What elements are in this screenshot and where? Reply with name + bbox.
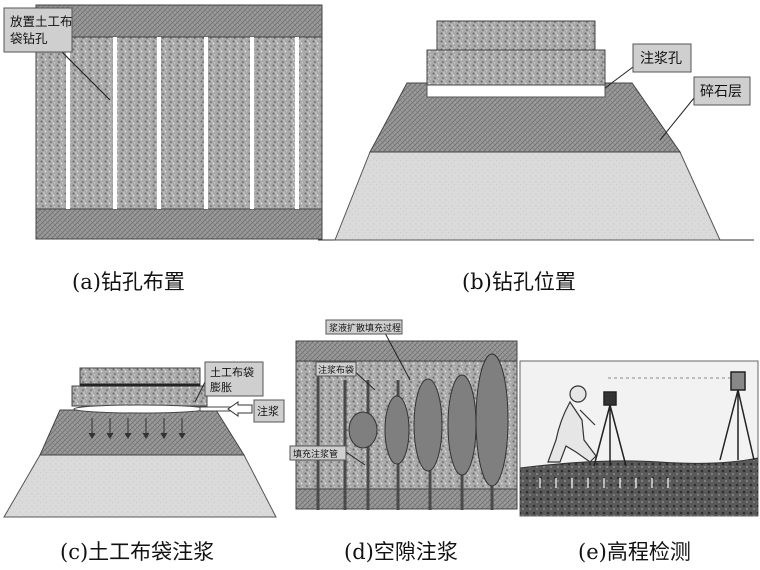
panel-d-void-grouting: 浆液扩散填充过程 注浆布袋 填充注浆管 — [289, 319, 518, 510]
label-spread-process: 浆液扩散填充过程 — [329, 322, 401, 334]
surveyor-figure — [547, 385, 597, 463]
panel-a-drilling-layout: 放置土工布 袋钻孔 — [3, 4, 323, 240]
grout-hole-gap — [426, 84, 606, 98]
panel-c-bag-grouting: 土工布袋 膨胀 注浆 — [3, 361, 285, 518]
level-tripod — [593, 391, 627, 467]
label-grouting: 注浆 — [257, 404, 279, 418]
callout-a-line1: 放置土工布 — [10, 14, 73, 29]
label-grout-bag: 注浆布袋 — [318, 364, 354, 376]
caption-e: (e)高程检测 — [578, 540, 691, 564]
label-gravel-layer: 碎石层 — [700, 84, 742, 100]
callout-a-line2: 袋钻孔 — [10, 31, 48, 46]
label-fill-pipe: 填充注浆管 — [293, 448, 338, 460]
caption-a: (a)钻孔布置 — [72, 270, 185, 294]
panel-e-elevation-check — [519, 360, 759, 517]
callout-c-line2: 膨胀 — [210, 380, 232, 394]
grout-spread-plumes — [348, 353, 509, 487]
staff-tripod — [719, 371, 755, 461]
callout-c-line1: 土工布袋 — [210, 365, 254, 379]
ground-markers — [539, 478, 669, 488]
label-grout-hole: 注浆孔 — [640, 51, 682, 67]
caption-c: (c)土工布袋注浆 — [60, 540, 215, 564]
callout-box-a — [3, 7, 73, 53]
downward-pressure-arrows — [88, 418, 186, 439]
caption-b: (b)钻孔位置 — [462, 270, 576, 294]
caption-d: (d)空隙注浆 — [344, 540, 458, 564]
drill-hole-lines — [66, 37, 299, 209]
panel-b-hole-position: 注浆孔 碎石层 — [318, 20, 754, 241]
